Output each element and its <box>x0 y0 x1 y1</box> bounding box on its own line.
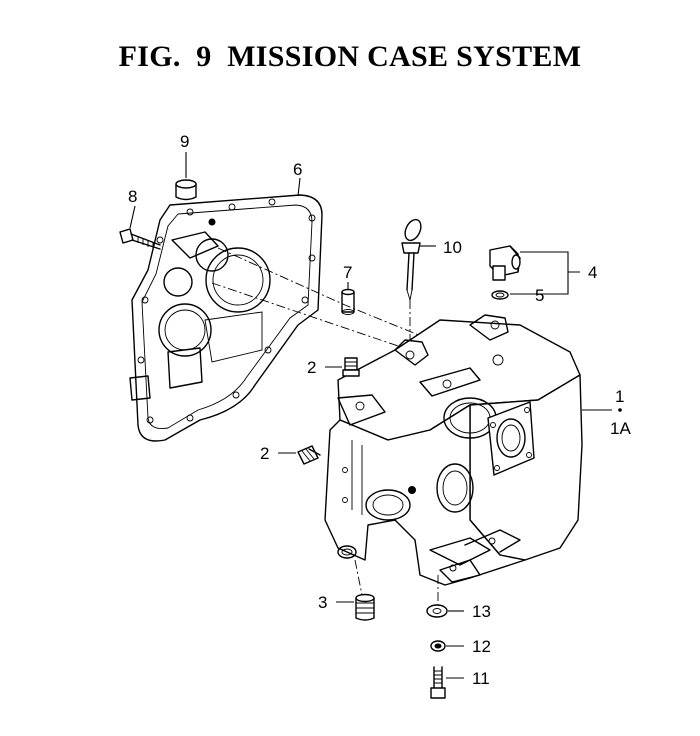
part-1-mission-case <box>324 314 583 586</box>
callout-13: 13 <box>472 602 491 621</box>
part-12-spring-washer <box>430 640 446 652</box>
callout-1a: 1A <box>610 419 631 438</box>
part-6-cover <box>129 194 323 442</box>
leader-lines <box>129 152 622 679</box>
callout-12: 12 <box>472 637 491 656</box>
part-13-washer <box>426 604 448 618</box>
part-2-plug-lower <box>297 445 321 465</box>
part-8-bolt <box>119 228 161 250</box>
callout-10: 10 <box>443 238 462 257</box>
part-7-pin <box>341 288 355 315</box>
callout-11: 11 <box>472 669 490 688</box>
callout-7: 7 <box>343 263 352 282</box>
part-4-fitting <box>489 245 521 281</box>
part-11-bolt <box>430 575 446 699</box>
callout-4: 4 <box>588 263 597 282</box>
callout-8: 8 <box>128 187 137 206</box>
alignment-line-2 <box>211 282 411 351</box>
part-9-cap <box>175 179 197 201</box>
callout-5: 5 <box>535 286 544 305</box>
part-5-oring <box>491 290 509 300</box>
part-2-plug-upper <box>342 357 360 377</box>
callout-2-upper: 2 <box>307 358 316 377</box>
callout-6: 6 <box>293 160 302 179</box>
callout-9: 9 <box>180 132 189 151</box>
callout-3: 3 <box>318 593 327 612</box>
part-10-dipstick <box>401 218 422 340</box>
figure-title: FIG. 9 MISSION CASE SYSTEM <box>118 40 582 73</box>
callout-2-lower: 2 <box>260 444 269 463</box>
part-3-drain-plug <box>354 559 375 621</box>
callout-1: 1 <box>615 387 624 406</box>
